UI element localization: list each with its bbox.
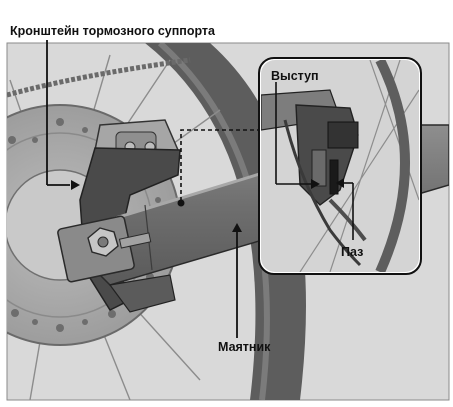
label-slot: Паз [341, 245, 363, 259]
label-swingarm: Маятник [218, 340, 271, 354]
label-caliper-bracket: Кронштейн тормозного суппорта [10, 24, 216, 38]
label-tab: Выступ [271, 69, 319, 83]
bracket-slot [330, 160, 338, 194]
detail-inset [259, 58, 421, 274]
bracket-tab [312, 150, 326, 186]
